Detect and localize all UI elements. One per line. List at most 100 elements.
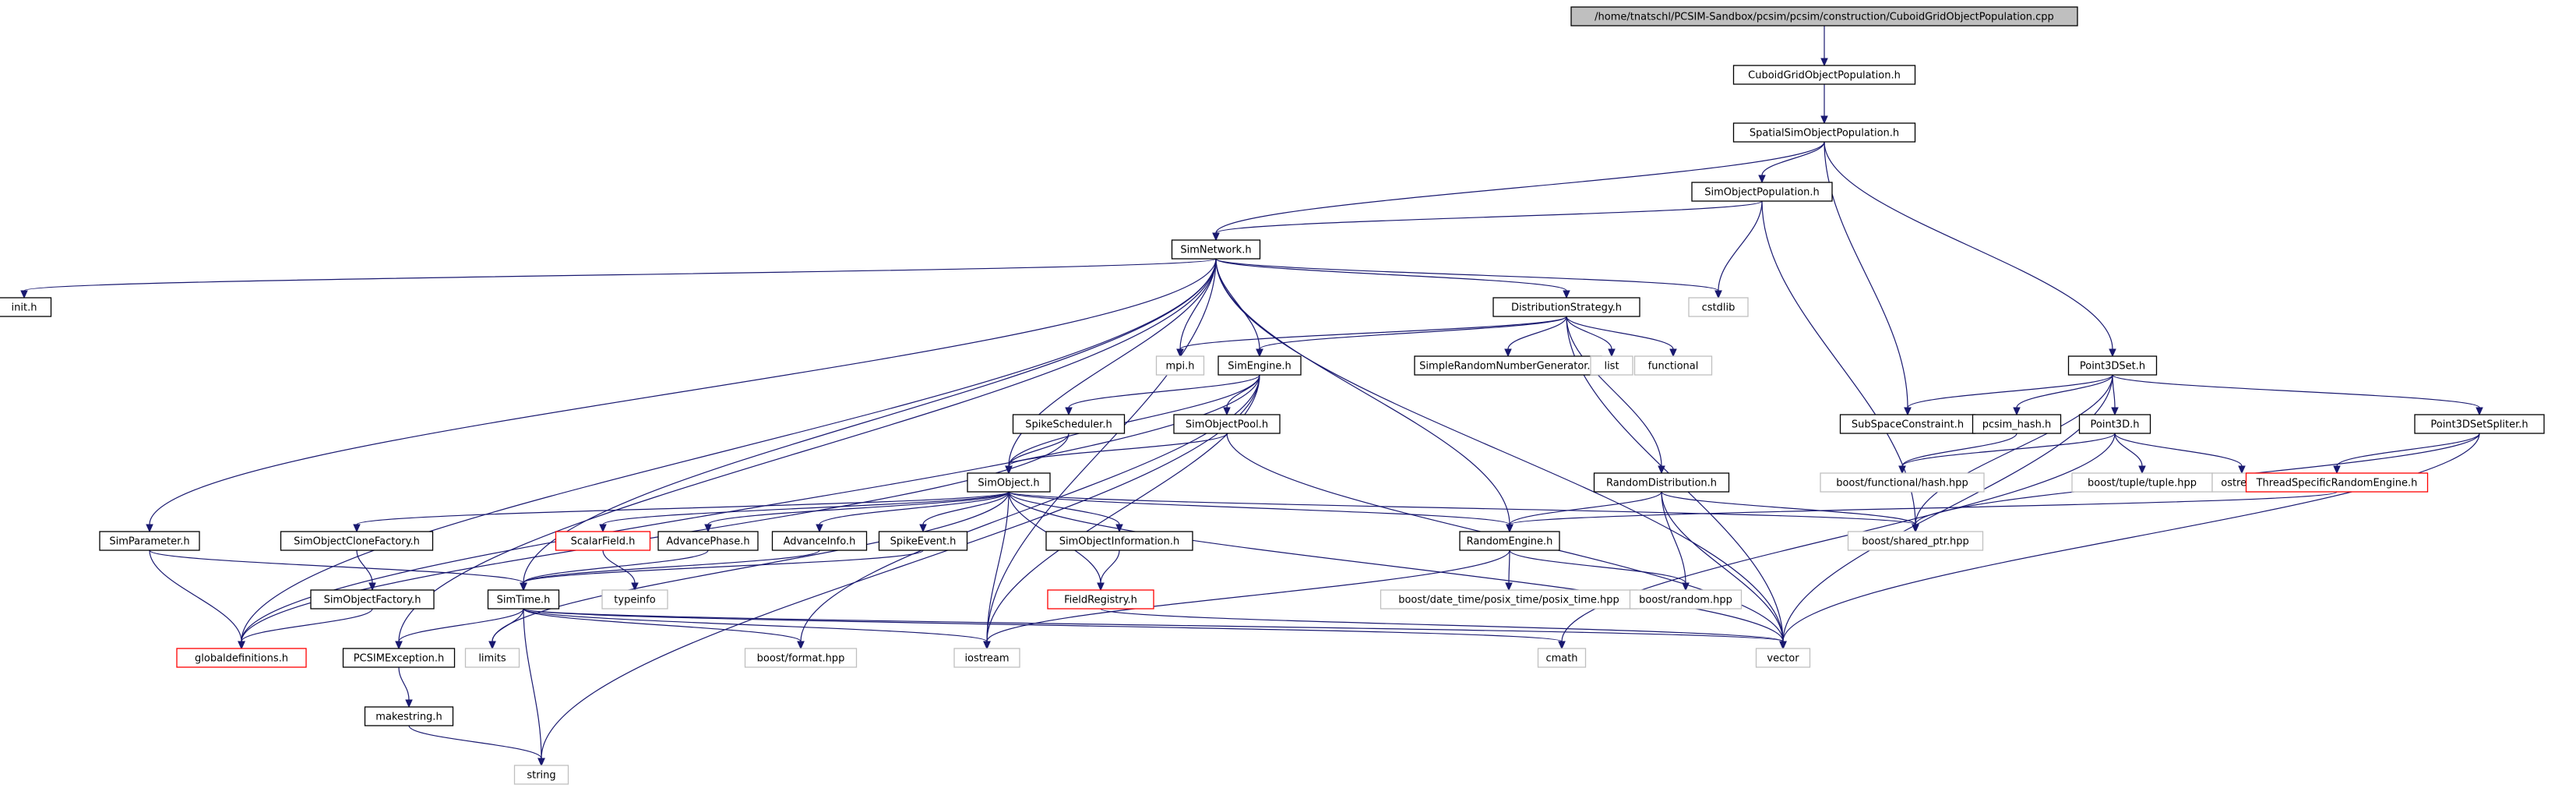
edge-line: [1566, 316, 1662, 467]
node-pcsim-hash-h[interactable]: pcsim_hash.h: [1972, 414, 2062, 434]
node-box: [1629, 589, 1743, 610]
node-label: string: [527, 770, 555, 782]
node-cuboidgridobjectpopulation-h[interactable]: CuboidGridObjectPopulation.h: [1732, 65, 1916, 85]
node-simplerandomnumbergenerator-h[interactable]: SimpleRandomNumberGenerator.h: [1414, 355, 1602, 376]
edge-n33-to-n40: [1509, 549, 1690, 592]
node-simobject-h[interactable]: SimObject.h: [967, 472, 1051, 493]
edge-line: [1215, 258, 1784, 642]
node-scalarfield-h[interactable]: ScalarField.h: [555, 531, 651, 551]
edge-line: [602, 491, 1010, 525]
edge-n4-to-n7: [1215, 258, 1570, 299]
node-box: [2414, 414, 2545, 434]
node-makestring-h[interactable]: makestring.h: [364, 706, 454, 726]
node-simparameter-h[interactable]: SimParameter.h: [99, 531, 200, 551]
edge-arrowhead: [1682, 582, 1690, 592]
node-init-h[interactable]: init.h: [0, 297, 52, 317]
edge-arrowhead: [1912, 524, 1919, 533]
node-point3dsetspliter-h[interactable]: Point3DSetSpliter.h: [2414, 414, 2545, 434]
node-string: string: [513, 765, 569, 785]
node-label: vector: [1767, 653, 1799, 665]
edge-line: [1008, 433, 1228, 467]
node-threadspecificrandomengine-h[interactable]: ThreadSpecificRandomEngine.h: [2245, 472, 2429, 493]
edge-n7-to-n9: [1256, 316, 1567, 358]
edge-n36-to-n49: [523, 608, 545, 767]
node-box: [1590, 355, 1633, 376]
node-simobjectclonefactory-h[interactable]: SimObjectCloneFactory.h: [280, 531, 434, 551]
node-label: SimpleRandomNumberGenerator.h: [1419, 361, 1597, 373]
node-box: [99, 531, 200, 551]
node-advanceinfo-h[interactable]: AdvanceInfo.h: [771, 531, 868, 551]
node-distributionstrategy-h[interactable]: DistributionStrategy.h: [1492, 297, 1640, 317]
node-simnetwork-h[interactable]: SimNetwork.h: [1171, 239, 1261, 260]
node-pcsimexception-h[interactable]: PCSIMException.h: [342, 648, 456, 668]
node-box: [1633, 355, 1713, 376]
node-simobjectpool-h[interactable]: SimObjectPool.h: [1173, 414, 1281, 434]
edge-n42-to-n48: [398, 666, 413, 708]
edge-line: [1008, 491, 1916, 525]
node-label: iostream: [964, 653, 1009, 665]
node-typeinfo: typeinfo: [601, 589, 668, 610]
node-box: [744, 648, 858, 668]
edge-line: [922, 491, 1010, 525]
node-subspaceconstraint-h[interactable]: SubSpaceConstraint.h: [1839, 414, 1976, 434]
edge-n26-to-n41: [149, 549, 245, 650]
edge-n33-to-n39: [1505, 549, 1513, 592]
edge-line: [1915, 374, 2113, 525]
node-point3dset-h[interactable]: Point3DSet.h: [2067, 355, 2158, 376]
node-label: AdvanceInfo.h: [784, 536, 856, 548]
node-randomengine-h[interactable]: RandomEngine.h: [1459, 531, 1560, 551]
edge-line: [1901, 433, 2017, 467]
node-spatialsimobjectpopulation-h[interactable]: SpatialSimObjectPopulation.h: [1732, 122, 1916, 143]
edge-n26-to-n36: [149, 549, 527, 592]
edge-n36-to-n46: [523, 608, 1566, 650]
node-box: [1732, 65, 1916, 85]
node-spikeevent-h[interactable]: SpikeEvent.h: [878, 531, 968, 551]
node-boost-date-time-posix-time-posix-time-hpp: boost/date_time/posix_time/posix_time.hp…: [1380, 589, 1638, 610]
node-label: mpi.h: [1166, 361, 1195, 373]
edge-line: [986, 491, 1010, 642]
node-home-tnatschl-pcsim-sandbox-pcsim-pcsim-construction-cuboidgridobjectpopulation-cpp[interactable]: /home/tnatschl/PCSIM-Sandbox/pcsim/pcsim…: [1570, 6, 2078, 27]
node-box: [2071, 472, 2213, 493]
edge-arrowhead: [146, 524, 153, 533]
node-label: makestring.h: [375, 712, 442, 723]
node-label: SpatialSimObjectPopulation.h: [1750, 128, 1899, 140]
node-label: SimObjectInformation.h: [1059, 536, 1180, 548]
node-box: [1570, 6, 2078, 27]
edge-line: [541, 374, 1260, 759]
node-simtime-h[interactable]: SimTime.h: [487, 589, 560, 610]
node-fieldregistry-h[interactable]: FieldRegistry.h: [1047, 589, 1154, 610]
node-label: /home/tnatschl/PCSIM-Sandbox/pcsim/pcsim…: [1595, 12, 2054, 23]
node-simobjectinformation-h[interactable]: SimObjectInformation.h: [1045, 531, 1193, 551]
edge-line: [1259, 316, 1567, 350]
edge-arrowhead: [1904, 407, 1912, 416]
node-simengine-h[interactable]: SimEngine.h: [1218, 355, 1302, 376]
node-globaldefinitions-h[interactable]: globaldefinitions.h: [176, 648, 307, 668]
node-advancephase-h[interactable]: AdvancePhase.h: [657, 531, 759, 551]
edge-line: [1561, 433, 2116, 642]
node-spikescheduler-h[interactable]: SpikeScheduler.h: [1012, 414, 1126, 434]
edge-arrowhead: [1714, 290, 1722, 299]
edge-arrowhead: [2476, 407, 2483, 416]
node-box: [1972, 414, 2062, 434]
node-randomdistribution-h[interactable]: RandomDistribution.h: [1593, 472, 1730, 493]
node-box: [342, 648, 456, 668]
edge-arrowhead: [599, 524, 607, 533]
edge-line: [1215, 141, 1825, 234]
edge-line: [1179, 258, 1217, 350]
node-simobjectfactory-h[interactable]: SimObjectFactory.h: [310, 589, 435, 610]
node-point3d-h[interactable]: Point3D.h: [2078, 414, 2151, 434]
edge-n32-to-n38: [1097, 549, 1120, 592]
edge-arrowhead: [368, 582, 376, 592]
node-simobjectpopulation-h[interactable]: SimObjectPopulation.h: [1691, 182, 1833, 202]
node-label: SimObjectCloneFactory.h: [294, 536, 420, 548]
node-box: [310, 589, 435, 610]
node-label: functional: [1648, 361, 1699, 373]
node-list: list: [1590, 355, 1633, 376]
edge-line: [398, 258, 1217, 642]
node-box: [601, 589, 668, 610]
node-box: [1732, 122, 1916, 143]
edge-line: [2114, 433, 2243, 467]
node-box: [1688, 297, 1749, 317]
edge-n13-to-n17: [2112, 374, 2483, 416]
